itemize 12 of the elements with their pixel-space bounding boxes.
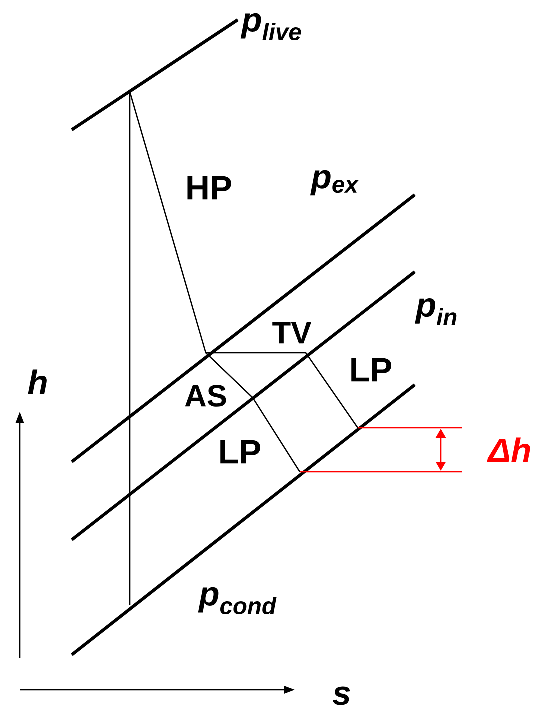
region-label: HP [188, 176, 232, 200]
axis-label: h [28, 370, 47, 394]
isobar-label: p$_{live}$ [240, 13, 302, 41]
isobar-label: p$_{in}$ [415, 298, 457, 326]
axis-label: s [332, 686, 350, 706]
region-label: AS [185, 385, 226, 407]
isobar-label: p$_{ex}$ [310, 170, 360, 196]
isobar-label: p$_{cond}$ [198, 587, 277, 615]
region-label: TV [272, 322, 312, 344]
region-label: LP [220, 440, 260, 464]
region-label: LP [352, 358, 392, 382]
dimension-label: Δh [487, 438, 530, 462]
